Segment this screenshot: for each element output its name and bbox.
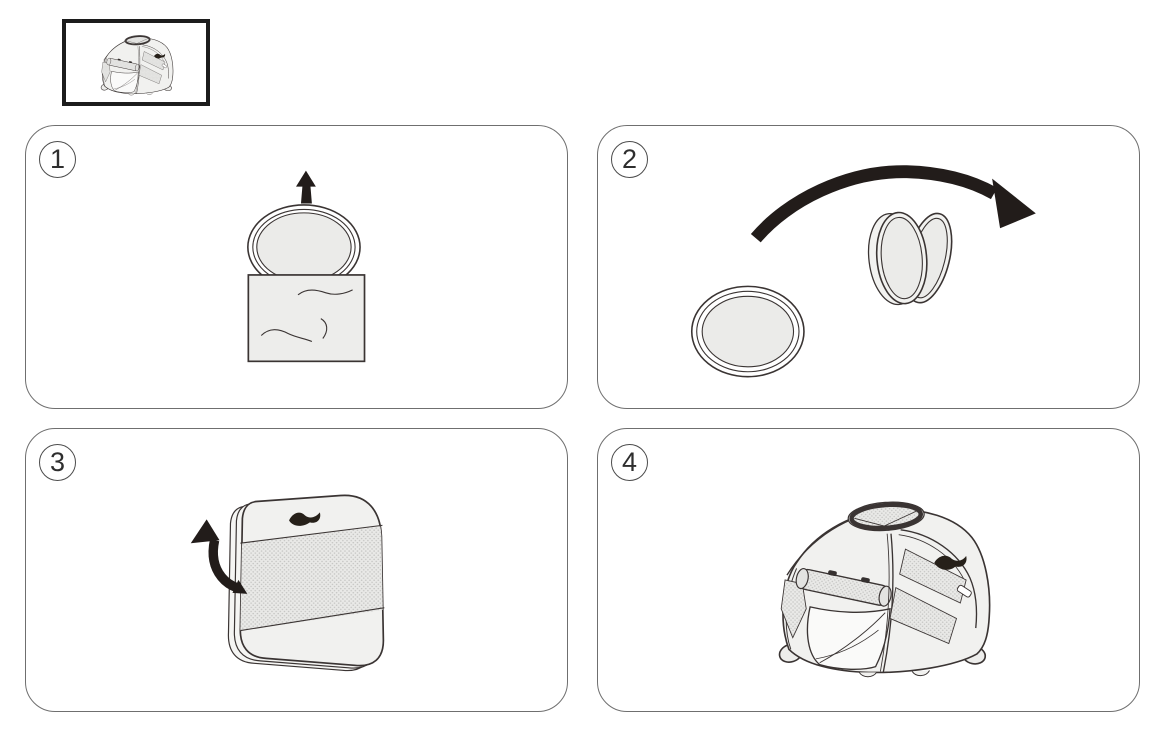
opening-discs-icon [867, 211, 953, 306]
assembled-tent-icon [100, 35, 174, 96]
product-overview-box [62, 19, 210, 106]
step-number-badge: 4 [611, 444, 648, 481]
flat-disc-icon [690, 285, 805, 378]
step-panel-1: 1 [25, 125, 568, 409]
folded-panel-icon [227, 494, 385, 672]
tent-handle-mark [934, 555, 967, 570]
flap-toggle [861, 577, 870, 584]
step-number: 2 [621, 144, 638, 174]
top-mesh-window [847, 501, 925, 532]
step-number: 1 [49, 144, 66, 174]
up-arrow-icon [296, 170, 316, 204]
step-number: 4 [621, 447, 638, 477]
unfold-side-panel-illustration [190, 494, 385, 672]
side-mesh-lower [889, 586, 958, 645]
door-opening [806, 606, 891, 670]
step-panel-4: 4 [597, 428, 1140, 712]
step-number-badge: 2 [611, 141, 648, 178]
step-panel-2: 2 [597, 125, 1140, 409]
step-number-badge: 3 [39, 444, 76, 481]
assembled-tent-icon [778, 501, 991, 678]
step-number-badge: 1 [39, 141, 76, 178]
side-tag [956, 584, 972, 598]
flip-open-folded-discs-illustration [690, 165, 1036, 378]
step-panel-3: 3 [25, 428, 568, 712]
storage-bag-icon [247, 274, 366, 363]
flap-toggle [828, 570, 837, 577]
step-number: 3 [49, 447, 66, 477]
unfold-arrow-icon [190, 519, 248, 594]
panel-handle-mark [289, 512, 321, 526]
curved-arrow-icon [750, 165, 1036, 243]
assembled-pop-up-tent-illustration [778, 501, 991, 678]
pull-folded-disc-from-bag-illustration [247, 170, 366, 363]
